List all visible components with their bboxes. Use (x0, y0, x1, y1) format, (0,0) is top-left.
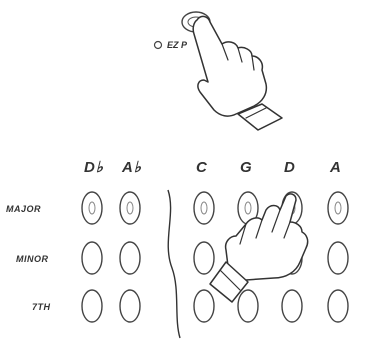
chord-button-major-0[interactable] (82, 192, 102, 224)
chord-button-7th-2[interactable] (194, 290, 214, 322)
chord-button-7th-1[interactable] (120, 290, 140, 322)
column-label-5: A (329, 159, 342, 176)
chord-button-grid (82, 192, 348, 322)
row-label-7th: 7TH (32, 302, 51, 312)
pressing-hand-icon (210, 194, 308, 302)
column-label-0: D♭ (84, 159, 104, 176)
chord-root-labels: D♭ A♭ C G D A (84, 159, 342, 176)
section-divider-line (168, 190, 180, 338)
chord-button-7th-4[interactable] (282, 290, 302, 322)
ez-play-indicator-led (155, 42, 162, 49)
column-label-4: D (284, 159, 296, 176)
chord-button-major-2[interactable] (194, 192, 214, 224)
pointing-hand-icon (193, 16, 282, 130)
chord-button-minor-1[interactable] (120, 242, 140, 274)
chord-button-major-5[interactable] (328, 192, 348, 224)
chord-button-minor-2[interactable] (194, 242, 214, 274)
chord-button-7th-5[interactable] (328, 290, 348, 322)
column-label-3: G (240, 159, 253, 176)
row-label-major: MAJOR (6, 204, 41, 214)
column-label-2: C (196, 159, 208, 176)
chord-button-7th-3[interactable] (238, 290, 258, 322)
ez-play-section: EZ P (155, 12, 283, 130)
chord-button-major-1[interactable] (120, 192, 140, 224)
chord-button-minor-0[interactable] (82, 242, 102, 274)
chord-button-7th-0[interactable] (82, 290, 102, 322)
ez-play-label: EZ P (167, 40, 188, 50)
row-label-minor: MINOR (16, 254, 49, 264)
chord-type-labels: MAJOR MINOR 7TH (6, 204, 51, 312)
chord-button-minor-5[interactable] (328, 242, 348, 274)
column-label-1: A♭ (121, 159, 142, 176)
